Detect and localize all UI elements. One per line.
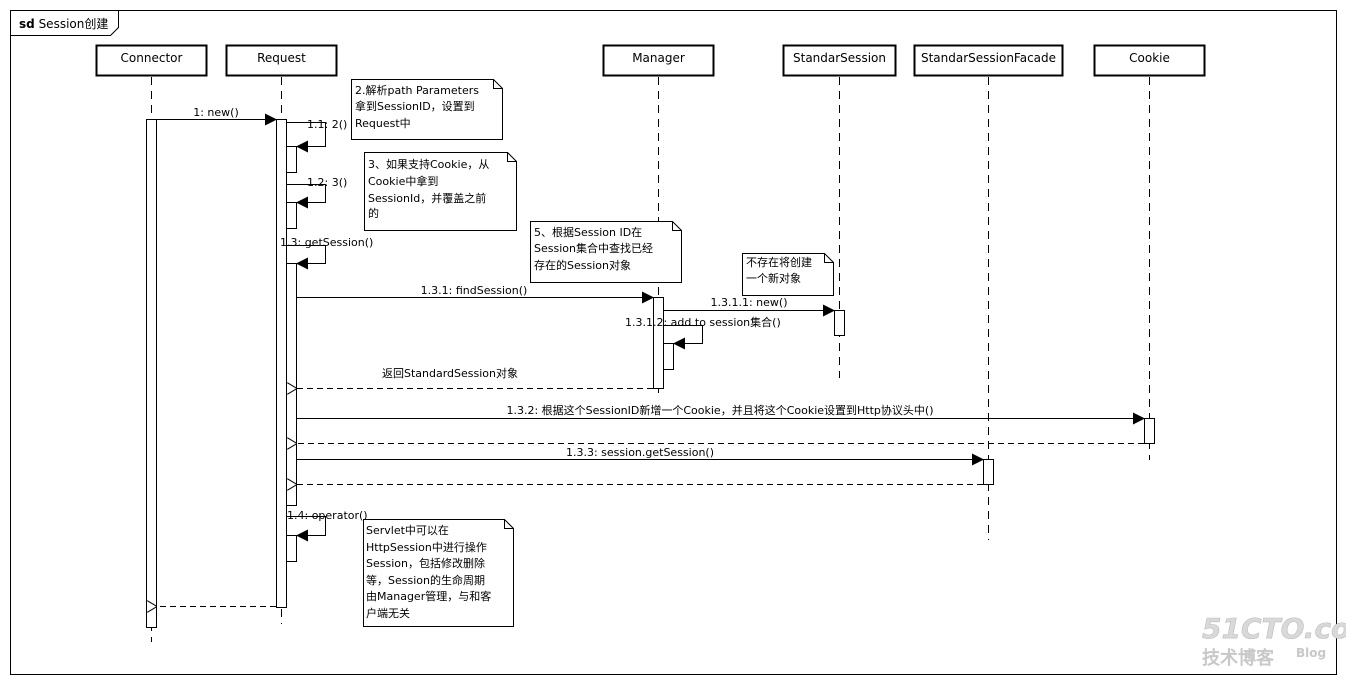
message-1-3-3-getsession[interactable]: 1.3.3: session.getSession() <box>297 446 984 466</box>
svg-text:不存在将创建: 不存在将创建 <box>746 255 812 269</box>
activation-cookie <box>1144 418 1155 444</box>
message-1-2[interactable]: 1.2: 3() <box>287 176 347 209</box>
return-standardsession[interactable]: 返回StandardSession对象 <box>297 366 653 389</box>
activation-connector <box>146 119 157 628</box>
svg-text:Session集合中查找已经: Session集合中查找已经 <box>534 241 653 255</box>
svg-text:SessionId，并覆盖之前: SessionId，并覆盖之前 <box>368 191 486 205</box>
frame: sd Session创建 <box>10 10 1337 675</box>
lifeline-label: Connector <box>121 51 183 65</box>
svg-text:2.解析path Parameters: 2.解析path Parameters <box>355 83 479 97</box>
svg-text:Cookie中拿到: Cookie中拿到 <box>368 174 438 188</box>
message-label: 1.2: 3() <box>307 176 347 189</box>
message-1-3-1-findsession[interactable]: 1.3.1: findSession() <box>297 284 654 304</box>
svg-text:一个新对象: 一个新对象 <box>746 271 801 285</box>
activation-facade <box>983 459 994 485</box>
activation-request-1-3 <box>286 263 297 506</box>
message-label: 1: new() <box>193 106 239 119</box>
message-1-new[interactable]: 1: new() <box>157 106 277 126</box>
lifeline-label: Request <box>257 51 306 65</box>
activation-request-1-2 <box>286 202 297 229</box>
note-cookie: 3、如果支持Cookie，从 Cookie中拿到 SessionId，并覆盖之前… <box>364 152 517 231</box>
message-label: 1.4: operator() <box>287 509 368 522</box>
lifeline-facade[interactable]: StandarSessionFacade <box>913 44 1064 541</box>
svg-text:等，Session的生命周期: 等，Session的生命周期 <box>366 573 485 587</box>
svg-text:5、根据Session ID在: 5、根据Session ID在 <box>534 225 642 239</box>
svg-text:拿到SessionID，设置到: 拿到SessionID，设置到 <box>355 99 475 113</box>
message-label: 1.3.1.1: new() <box>710 296 787 309</box>
lifeline-standarsession[interactable]: StandarSession <box>782 44 897 379</box>
lifeline-cookie[interactable]: Cookie <box>1093 44 1206 461</box>
activation-request-1-4 <box>286 535 297 562</box>
message-1-4-operator[interactable]: 1.4: operator() <box>287 509 368 542</box>
svg-text:Request中: Request中 <box>355 117 411 130</box>
note-create-new: 不存在将创建 一个新对象 <box>742 253 834 296</box>
message-1-1[interactable]: 1.1: 2() <box>287 118 347 153</box>
message-label: 1.1: 2() <box>307 118 347 131</box>
lifeline-label: StandarSessionFacade <box>921 51 1056 65</box>
lifeline-label: Cookie <box>1129 51 1170 65</box>
svg-text:Session，包括修改删除: Session，包括修改删除 <box>366 556 485 570</box>
activation-request-1-1 <box>286 146 297 173</box>
note-find-session: 5、根据Session ID在 Session集合中查找已经 存在的Sessio… <box>530 221 682 283</box>
svg-text:存在的Session对象: 存在的Session对象 <box>534 258 631 272</box>
activation-request <box>276 119 287 608</box>
frame-title: sd Session创建 <box>19 17 108 31</box>
svg-text:技术博客: 技术博客 <box>1202 647 1275 669</box>
activation-manager <box>653 297 664 389</box>
svg-text:Servlet中可以在: Servlet中可以在 <box>366 524 449 537</box>
watermark-logo: 51CTO.com 技术博客 Blog <box>1202 612 1346 669</box>
svg-text:由Manager管理，与和客: 由Manager管理，与和客 <box>366 589 491 603</box>
message-label: 1.3.1.2: add to session集合() <box>625 315 781 329</box>
message-label: 1.3.2: 根据这个SessionID新增一个Cookie，并且将这个Cook… <box>506 403 933 417</box>
svg-text:Blog: Blog <box>1296 646 1326 660</box>
activations <box>146 119 1155 628</box>
svg-text:的: 的 <box>368 206 379 220</box>
message-1-3-2-cookie[interactable]: 1.3.2: 根据这个SessionID新增一个Cookie，并且将这个Cook… <box>297 403 1145 425</box>
message-label: 1.3: getSession() <box>280 236 373 249</box>
svg-text:HttpSession中进行操作: HttpSession中进行操作 <box>366 540 487 554</box>
svg-text:3、如果支持Cookie，从: 3、如果支持Cookie，从 <box>368 157 489 171</box>
lifeline-label: StandarSession <box>793 51 886 65</box>
note-servlet: Servlet中可以在 HttpSession中进行操作 Session，包括修… <box>363 519 514 627</box>
svg-text:51CTO.com: 51CTO.com <box>1202 612 1346 645</box>
message-1-3-1-1-new[interactable]: 1.3.1.1: new() <box>664 296 835 317</box>
message-1-3-1-2-add[interactable]: 1.3.1.2: add to session集合() <box>625 315 781 350</box>
message-label: 1.3.1: findSession() <box>421 284 528 297</box>
activation-standarsession <box>834 310 845 336</box>
note-parse-path: 2.解析path Parameters 拿到SessionID，设置到 Requ… <box>351 79 503 140</box>
svg-text:户端无关: 户端无关 <box>366 606 410 620</box>
lifeline-label: Manager <box>632 51 685 65</box>
message-label: 返回StandardSession对象 <box>382 366 518 380</box>
message-label: 1.3.3: session.getSession() <box>566 446 714 459</box>
message-1-3-getsession[interactable]: 1.3: getSession() <box>280 236 373 270</box>
activation-manager-self <box>663 343 674 370</box>
